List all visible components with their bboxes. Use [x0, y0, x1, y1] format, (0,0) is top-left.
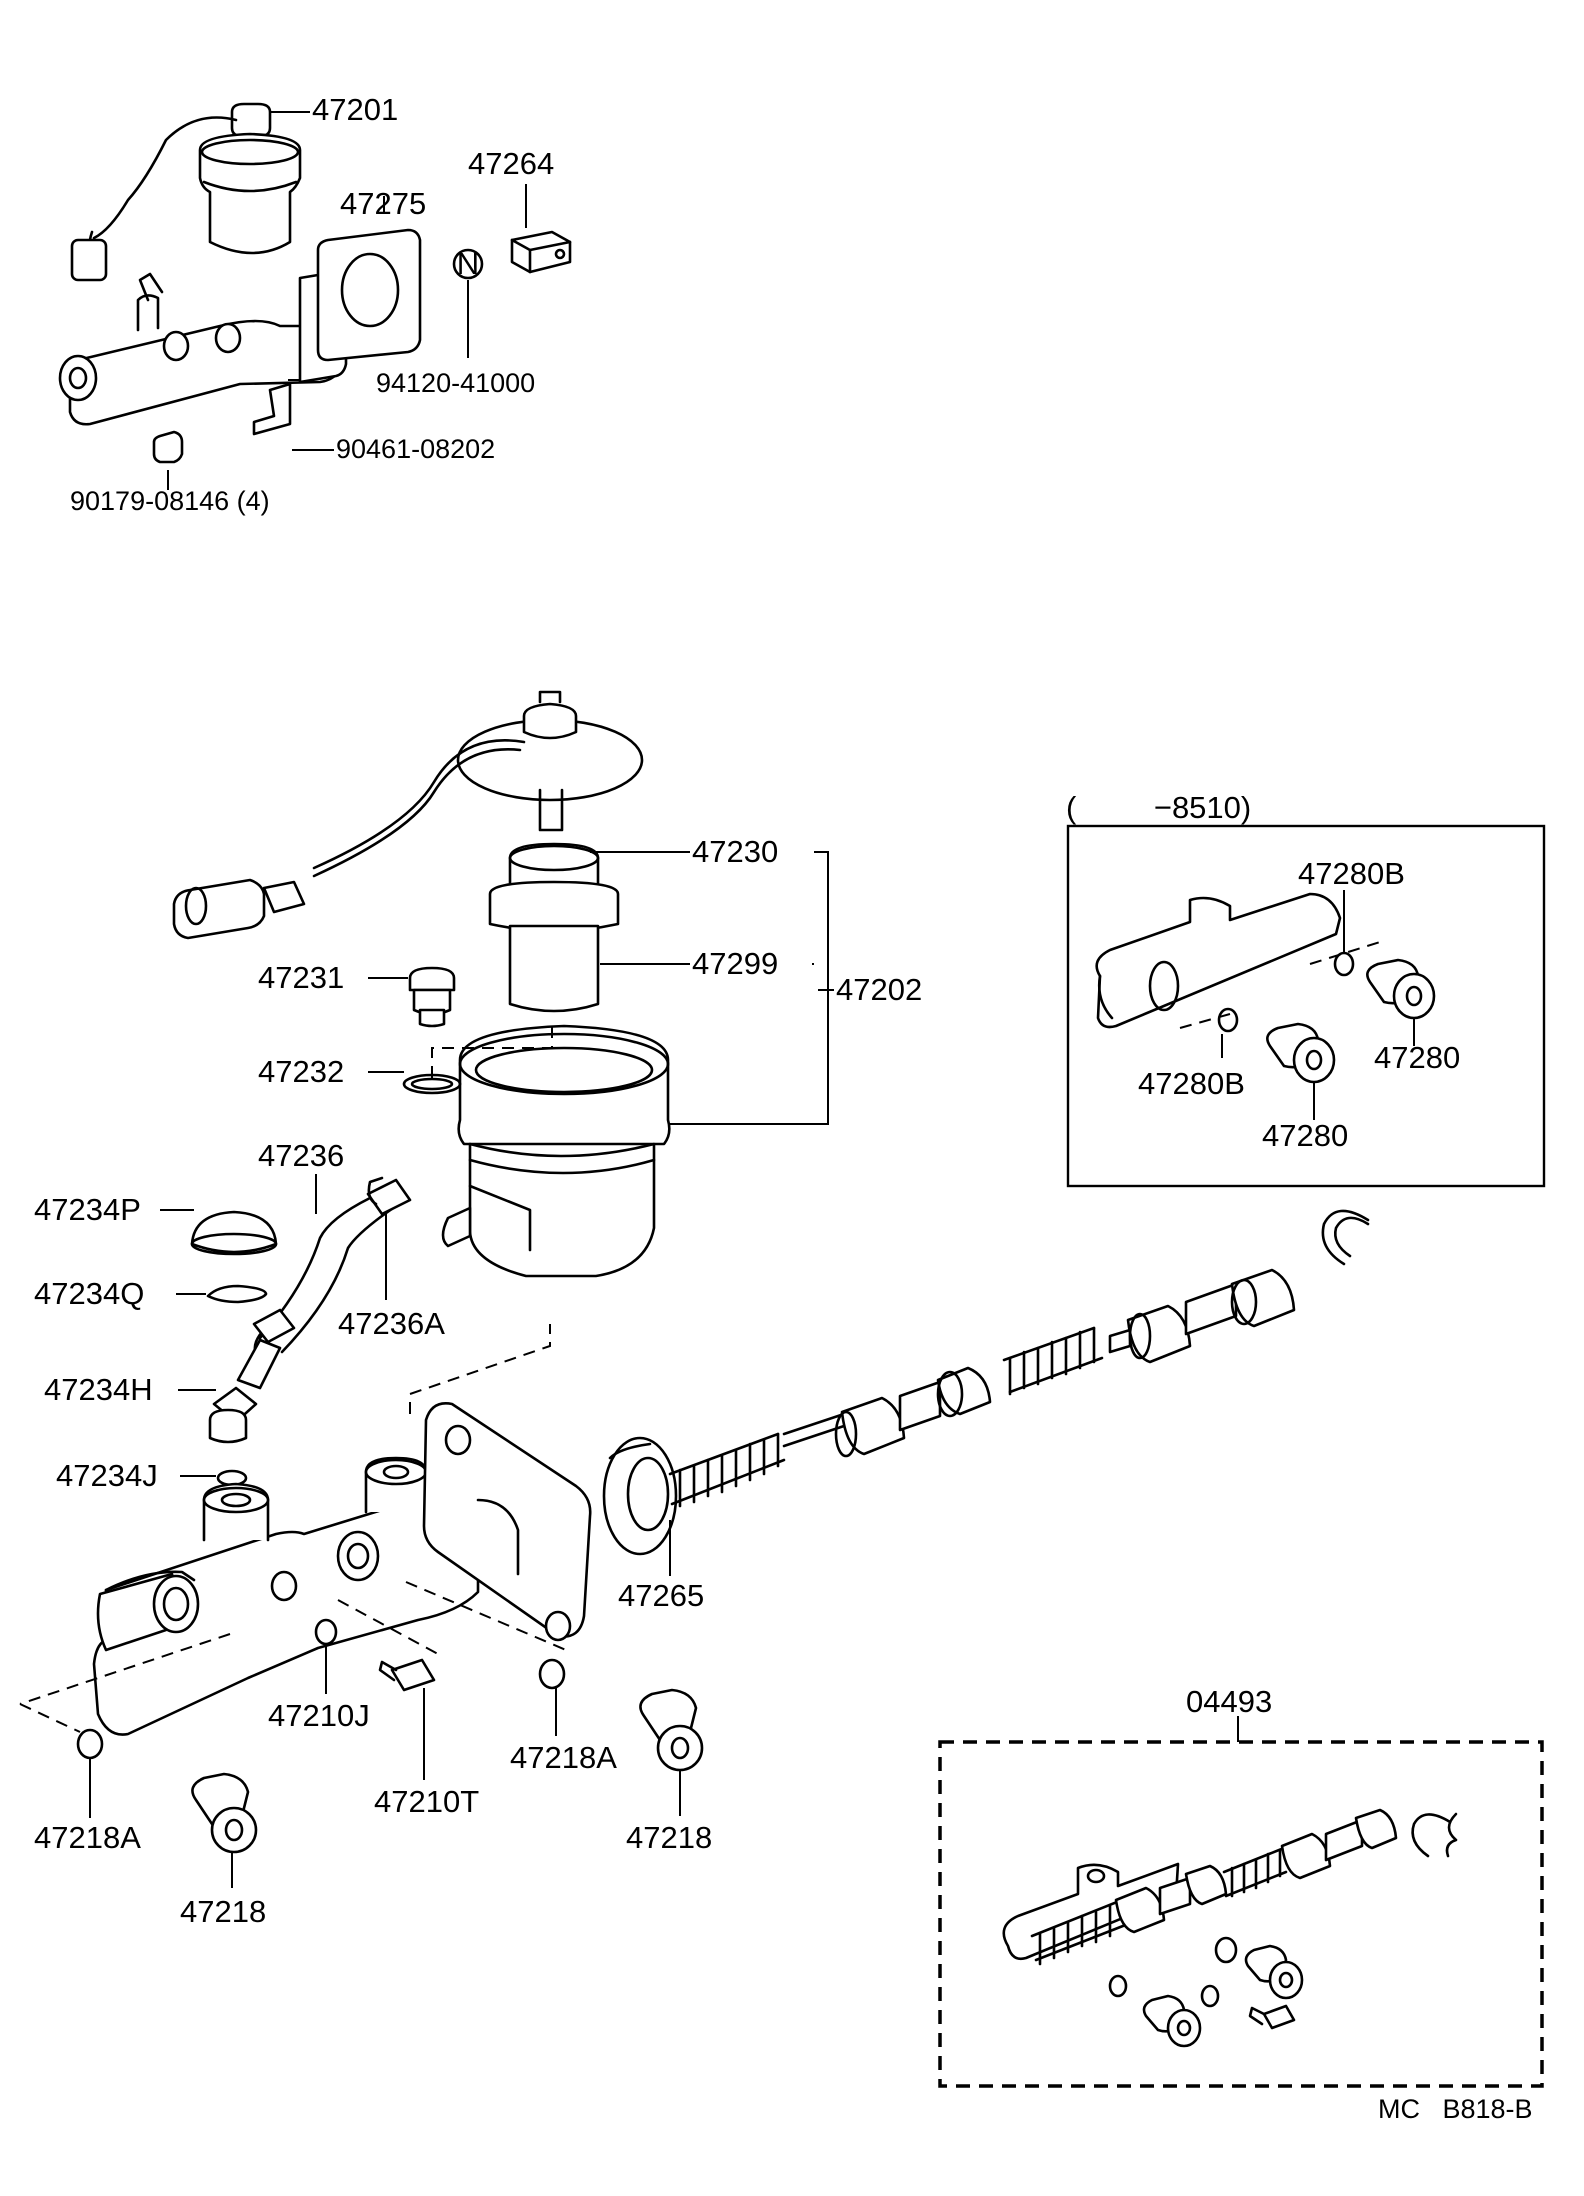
inset-range-label: ( −8510): [1066, 790, 1251, 825]
inset-8510-box: [1066, 824, 1546, 1188]
part-label-47280-right: 47280: [1374, 1040, 1460, 1075]
part-label-47236A: 47236A: [338, 1306, 445, 1341]
part-label-47265: 47265: [618, 1578, 704, 1613]
part-label-47299: 47299: [692, 946, 778, 981]
diagram-code: MC B818-B: [1378, 2094, 1533, 2124]
part-label-47264: 47264: [468, 146, 554, 181]
part-label-47234J: 47234J: [56, 1458, 158, 1493]
part-label-47210T: 47210T: [374, 1784, 479, 1819]
part-label-47234Q: 47234Q: [34, 1276, 144, 1311]
part-label-47218A-right: 47218A: [510, 1740, 617, 1775]
part-label-47231: 47231: [258, 960, 344, 995]
part-label-47218-left: 47218: [180, 1894, 266, 1929]
kit-number-label: 04493: [1186, 1684, 1272, 1719]
part-label-47232: 47232: [258, 1054, 344, 1089]
part-label-47280-bottom: 47280: [1262, 1118, 1348, 1153]
top-master-cylinder-assembly: N: [58, 102, 572, 490]
part-label-47218-right: 47218: [626, 1820, 712, 1855]
part-label-47280B-top: 47280B: [1298, 856, 1405, 891]
part-label-47202: 47202: [836, 972, 922, 1007]
part-label-47236: 47236: [258, 1138, 344, 1173]
part-label-47234P: 47234P: [34, 1192, 141, 1227]
part-label-94120-41000: 94120-41000: [376, 368, 535, 398]
part-label-47275: 47275: [340, 186, 426, 221]
main-exploded-view: [19, 690, 1370, 1888]
part-label-47218A-left: 47218A: [34, 1820, 141, 1855]
part-label-47280B-bottom: 47280B: [1138, 1066, 1245, 1101]
part-label-47201: 47201: [312, 92, 398, 127]
kit-04493-box: [938, 1716, 1544, 2088]
part-label-90179-08146: 90179-08146 (4): [70, 486, 270, 516]
part-label-47234H: 47234H: [44, 1372, 153, 1407]
part-label-90461-08202: 90461-08202: [336, 434, 495, 464]
part-label-47230: 47230: [692, 834, 778, 869]
part-label-47210J: 47210J: [268, 1698, 370, 1733]
new-part-symbol: N: [457, 246, 479, 281]
